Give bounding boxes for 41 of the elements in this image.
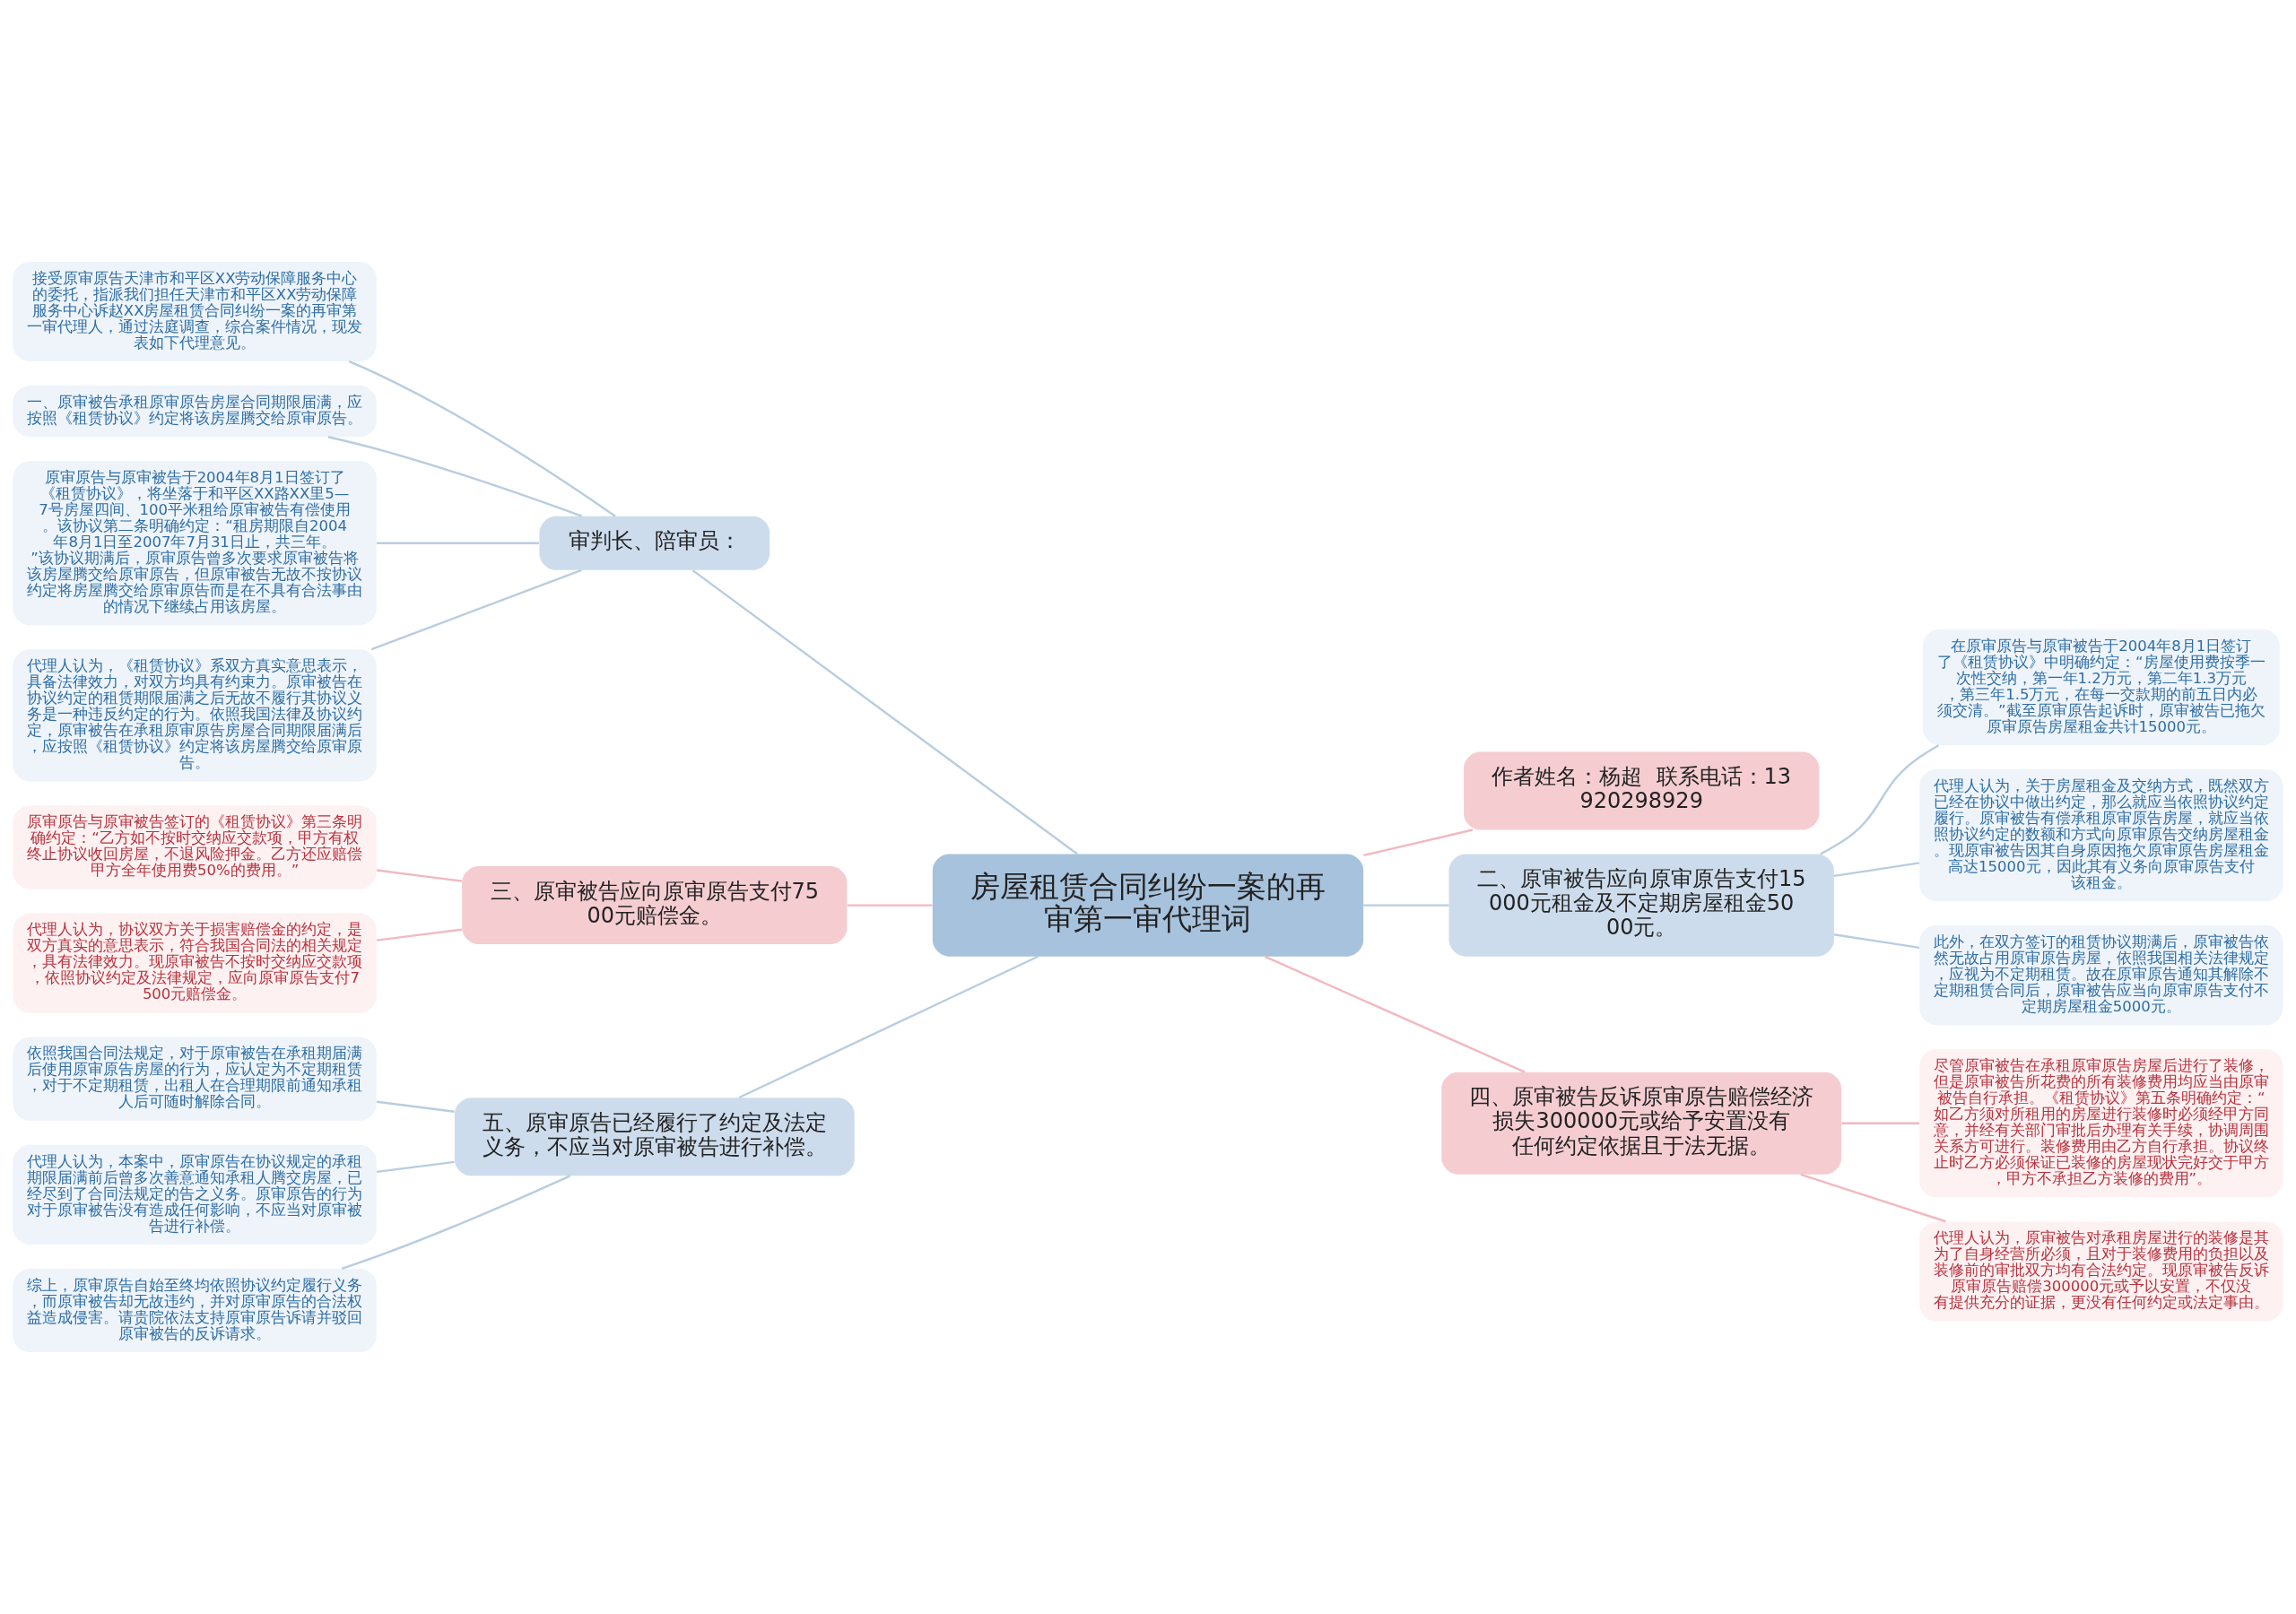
- connector: [847, 904, 933, 907]
- node-box: 房屋租赁合同纠纷一案的再审第一审代理词: [932, 854, 1364, 957]
- node-box: 四、原审被告反诉原审原告赔偿经济损失300000元或给予安置没有任何约定依据且于法无据。: [1441, 1072, 1842, 1175]
- connector: [1363, 829, 1474, 857]
- connector: [1820, 744, 1940, 855]
- connector: [1833, 933, 1920, 949]
- connector: [341, 1175, 571, 1270]
- connector: [1841, 1122, 1920, 1124]
- node-box: 代理人认为，本案中，原审原告在协议规定的承租期限届满前后曾多次善意通知承租人腾交房屋，已经尽到了合同法规定的告之义务。原审原告的行为对于原审被告没有造成任何影响，不应当对原审被告进行补偿。: [13, 1144, 377, 1245]
- node-box: 作者姓名：杨超 联系电话：13920298929: [1464, 751, 1820, 830]
- node-box: 原审原告与原审被告于2004年8月1日签订了《租赁协议》，将坐落于和平区XX路XX里5—7号房屋四间、100平米租给原审被告有偿使用。该协议第二条明确约定：“租房期限自2004年8月1日至2007年7月31日止，共三年。”该协议期满后，原审原告曾多次要求原审被告将该房屋腾交给原审原告，但原审被告无故不按协议约定将房屋腾交给原审原告而是在不具有合法事由的情况下继续占用该房屋。: [13, 461, 377, 626]
- node-box: 一、原审被告承租原审原告房屋合同期限届满，应按照《租赁协议》约定将该房屋腾交给原审原告。: [13, 386, 377, 438]
- connector: [738, 955, 1039, 1099]
- connector: [376, 869, 463, 882]
- node-box: 三、原审被告应向原审原告支付7500元赔偿金。: [462, 866, 848, 945]
- connector: [376, 1100, 455, 1113]
- connector: [1800, 1173, 1946, 1223]
- connector: [327, 436, 582, 517]
- connector: [348, 360, 616, 517]
- node-box: 尽管原审被告在承租原审原告房屋后进行了装修，但是原审被告所花费的所有装修费用均应当由原审被告自行承担。《租赁协议》第五条明确约定：“如乙方须对所租用的房屋进行装修时必须经甲方同意，并经有关部门审批后办理有关手续，协调周围关系方可进行。装修费用由乙方自行承担。协议终止时乙方必须保证已装修的房屋现状完好交于甲方，甲方不承担乙方装修的费用”。: [1919, 1049, 2283, 1198]
- node-box: 二、原审被告应向原审原告支付15000元租金及不定期房屋租金5000元。: [1448, 854, 1834, 957]
- node-box: 依照我国合同法规定，对于原审被告在承租期届满后使用原审原告房屋的行为，应认定为不定期租赁，对于不定期租赁，出租人在合理期限前通知承租人后可随时解除合同。: [13, 1037, 377, 1121]
- node-box: 代理人认为，协议双方关于损害赔偿金的约定，是双方真实的意思表示，符合我国合同法的相关规定，具有法律效力。现原审被告不按时交纳应交款项，依照协议约定及法律规定，应向原审原告支付7500元赔偿金。: [13, 913, 377, 1013]
- node-box: 接受原审原告天津市和平区XX劳动保障服务中心的委托，指派我们担任天津市和平区XX劳动保障服务中心诉赵XX房屋租赁合同纠纷一案的再审第一审代理人，通过法庭调查，综合案件情况，现发表如下代理意见。: [13, 262, 377, 362]
- connector: [370, 568, 582, 651]
- node-box: 综上，原审原告自始至终均依照协议约定履行义务，而原审被告却无故违约，并对原审原告的合法权益造成侵害。请贵院依法支持原审原告诉请并驳回原审被告的反诉请求。: [13, 1268, 377, 1352]
- node-box: 代理人认为，原审被告对承租房屋进行的装修是其为了自身经营所必须，且对于装修费用的负担以及装修前的审批双方均有合法约定。现原审被告反诉原审原告赔偿300000元或予以安置，不仅没有提供充分的证据，更没有任何约定或法定事由。: [1919, 1221, 2283, 1322]
- node-box: 原审原告与原审被告签订的《租赁协议》第三条明确约定：“乙方如不按时交纳应交款项，甲方有权终止协议收回房屋，不退风险押金。乙方还应赔偿甲方全年使用费50%的费用。”: [13, 805, 377, 889]
- connector: [377, 542, 539, 544]
- connector: [376, 1160, 455, 1174]
- connector: [376, 928, 463, 941]
- connector: [1265, 955, 1526, 1073]
- node-box: 代理人认为，关于房屋租金及交纳方式，既然双方已经在协议中做出约定，那么就应当依照协议约定履行。原审被告有偿承租原审原告房屋，就应当依照协议约定的数额和方式向原审原告交纳房屋租金。现原审被告因其自身原因拖欠原审原告房屋租金高达15000元，因此其有义务向原审原告支付该租金。: [1919, 768, 2283, 902]
- connector: [691, 569, 1078, 855]
- connector: [1363, 904, 1449, 907]
- node-box: 五、原审原告已经履行了约定及法定义务，不应当对原审被告进行补偿。: [454, 1098, 855, 1176]
- node-box: 此外，在双方签订的租赁协议期满后，原审被告依然无故占用原审原告房屋，依照我国相关法律规定，应视为不定期租赁。故在原审原告通知其解除不定期租赁合同后，原审被告应当向原审原告支付不定期房屋租金5000元。: [1919, 925, 2283, 1026]
- node-box: 审判长、陪审员：: [539, 516, 770, 570]
- node-box: 在原审原告与原审被告于2004年8月1日签订了《租赁协议》中明确约定：“房屋使用费按季一次性交纳，第一年1.2万元，第二年1.3万元，第三年1.5万元，在每一交款期的前五日内必须交清。”截至原审原告起诉时，原审被告已拖欠原审原告房屋租金共计15000元。: [1922, 629, 2280, 745]
- connector: [1833, 862, 1920, 878]
- node-box: 代理人认为，《租赁协议》系双方真实意思表示，具备法律效力，对双方均具有约束力。原审被告在协议约定的租赁期限届满之后无故不履行其协议义务是一种违反约定的行为。依照我国法律及协议约定，原审被告在承租原审原告房屋合同期限届满后，应按照《租赁协议》约定将该房屋腾交给原审原告。: [13, 649, 377, 782]
